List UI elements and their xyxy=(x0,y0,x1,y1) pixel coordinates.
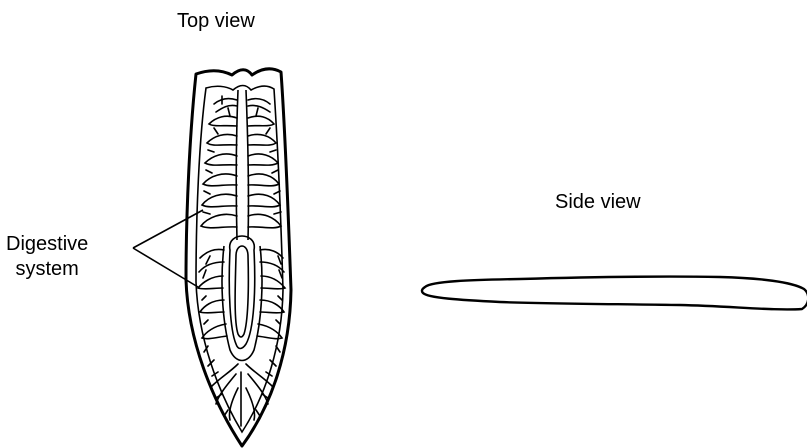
digestive-system-label: Digestive system xyxy=(6,232,88,282)
top-view-label: Top view xyxy=(177,9,255,34)
side-view-body xyxy=(422,277,807,310)
side-view-label: Side view xyxy=(555,190,641,215)
digestive-label-line1: Digestive xyxy=(6,232,88,257)
digestive-label-line2: system xyxy=(6,257,88,282)
top-view-body xyxy=(186,69,291,446)
